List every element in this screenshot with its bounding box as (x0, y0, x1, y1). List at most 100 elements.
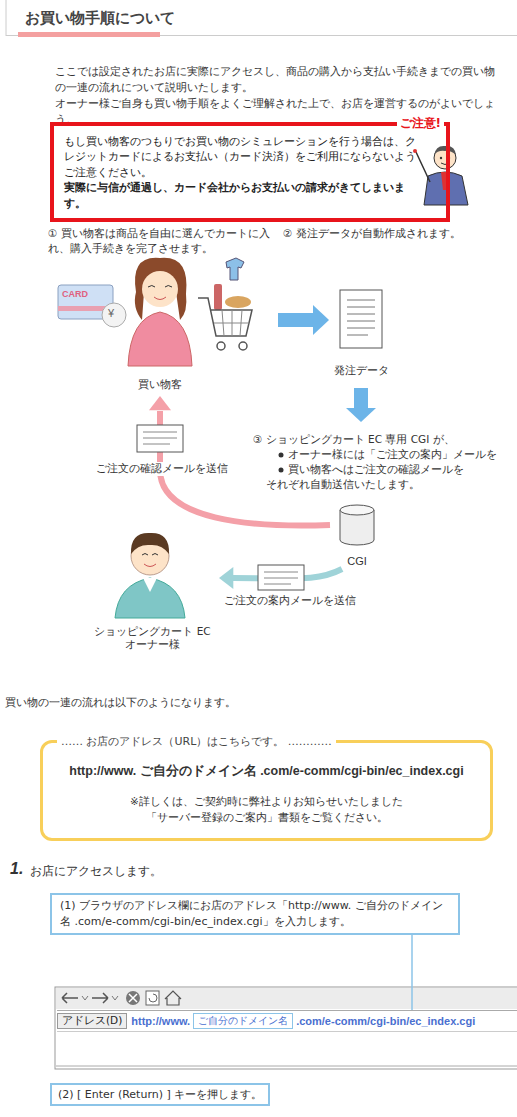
title-rule (6, 0, 517, 37)
node-text: 買い物客 (136, 377, 184, 392)
bullet-dot (279, 453, 284, 473)
connector (412, 935, 413, 1010)
url-box: …… お店のアドレス（URL）はこちらです。 …………http://www. ご… (40, 740, 493, 841)
label-text: お店にアクセスします。 (30, 863, 162, 880)
connector (149, 396, 171, 410)
node-text: (1) ブラウザのアドレス欄にお店のアドレス「http://www. ご自分のド… (60, 898, 450, 930)
connector (313, 305, 329, 335)
mail-icon (137, 425, 183, 452)
warning-figure (413, 146, 468, 205)
mail-icon (264, 572, 298, 584)
browser-window (82, 996, 118, 1000)
shopping-cart (214, 284, 222, 310)
label-text: それぞれ自動送信いたします。 (266, 477, 420, 492)
node-text: ショッピングカート EC オーナー様 (94, 625, 212, 652)
browser-window (56, 1066, 517, 1067)
mail-icon (258, 565, 304, 590)
customer-node: 買い物客 (60, 250, 260, 392)
warning-figure (424, 172, 468, 205)
label-text: ① 買い物客は商品を自由に選んでカートに入れ、購入手続きを完了させます。 (48, 226, 286, 256)
shopping-cart (198, 258, 252, 350)
node-text: CGI (345, 555, 369, 567)
shopping-cart (239, 342, 247, 350)
node-text: http://www. ご自分のドメイン名 .com/e-comm/cgi-bi… (51, 763, 482, 780)
warning-figure (434, 146, 456, 155)
credit-card (58, 285, 126, 327)
label-text: ここでは設定されたお店に実際にアクセスし、商品の購入から支払い手続きまでの買い物… (55, 64, 503, 96)
bullet-dot (279, 453, 284, 458)
node-text: .com/e-comm/cgi-bin/ec_index.cgi (296, 1015, 475, 1027)
label-text: 買い物客へはご注文の確認メールを (288, 462, 464, 477)
browser-window (165, 991, 181, 1005)
step-callout-box: (1) ブラウザのアドレス欄にお店のアドレス「http://www. ご自分のド… (50, 893, 460, 935)
node-text: http://www. (131, 1015, 190, 1027)
connector (278, 305, 329, 335)
browser-window (149, 994, 157, 1002)
shopping-cart (198, 298, 252, 336)
document-node: 発注データ (321, 286, 401, 378)
browser-window (126, 991, 140, 1005)
connector (346, 388, 376, 422)
order-document (340, 290, 382, 348)
order-document (347, 300, 375, 335)
mail-icon (137, 425, 183, 452)
label-text: CARD (62, 289, 88, 299)
shopping-cart (217, 342, 225, 350)
browser-window (129, 994, 137, 1002)
address-bar: アドレス(D) http://www. ご自分のドメイン名 .com/e-comm/c… (57, 1010, 517, 1032)
connector (354, 388, 368, 408)
cgi-cylinder (340, 505, 374, 515)
node-text: ※詳しくは、ご契約時に弊社よりお知らせいたしました「サーバー登録のご案内」書類を… (129, 794, 404, 826)
node-text: …… お店のアドレス（URL）はこちらです。 ………… (57, 734, 336, 749)
owner-figure (115, 533, 185, 618)
node-text: (2) [ Enter (Return) ] キーを押します。 (58, 1087, 262, 1102)
credit-card (102, 303, 126, 327)
title-rule (18, 32, 160, 37)
shopping-cart (226, 258, 244, 280)
cgi-node: CGI (332, 503, 382, 567)
customer-figure (135, 258, 187, 320)
browser-window (55, 987, 517, 1069)
connector (411, 935, 413, 1010)
label-text: ③ ショッピングカート EC 専用 CGI が、 (253, 432, 455, 447)
label-text: ② 発注データが自動作成されます。 (283, 226, 461, 241)
edge-label: ご注文の案内メールを送信 (222, 594, 358, 608)
edge-label: ご注文の確認メールを送信 (94, 462, 230, 476)
customer-figure (142, 271, 178, 307)
node-text: もし買い物客のつもりでお買い物のシミュレーションを行う場合は、クレジットカードに… (64, 134, 425, 180)
node-text: ご注意! (397, 115, 444, 132)
node-text: 発注データ (332, 363, 391, 378)
domain-box: ご自分のドメイン名 (193, 1013, 293, 1029)
mail-icon (258, 565, 304, 590)
owner-figure (131, 533, 169, 554)
connector (149, 396, 330, 526)
label-text: 買い物の一連の流れは以下のようになります。 (5, 695, 236, 711)
connector (219, 567, 233, 589)
customer-figure (148, 286, 172, 288)
label-text: オーナー様には「ご注文の案内」メールを (288, 447, 497, 462)
mail-icon (143, 432, 177, 444)
cgi-cylinder (340, 505, 374, 545)
owner-figure (144, 564, 156, 567)
bullet-dot (279, 468, 284, 473)
connector (346, 408, 376, 422)
connector (278, 313, 313, 327)
shopping-cart (225, 296, 251, 308)
node-text: アドレス(D) (57, 1013, 127, 1029)
browser-window (56, 988, 517, 1009)
owner-figure (115, 578, 185, 618)
browser-window (62, 993, 108, 1003)
customer-figure (154, 297, 166, 300)
label-text: 1. (10, 860, 23, 878)
warning-box: ご注意!もし買い物客のつもりでお買い物のシミュレーションを行う場合は、クレジット… (50, 122, 450, 222)
browser-window (55, 987, 517, 1069)
customer-figure (128, 312, 192, 366)
title-rule (6, 0, 7, 36)
node-text: ご自分のドメイン名 (198, 1014, 288, 1028)
owner-node: ショッピングカート EC オーナー様 (90, 528, 215, 652)
node-text: 実際に与信が通過し、カード会社からお支払いの請求がきてしまいます。 (64, 180, 425, 211)
label-text: ¥ (108, 307, 114, 319)
owner-figure (142, 554, 158, 556)
browser-window (146, 991, 159, 1005)
order-document (340, 290, 382, 348)
